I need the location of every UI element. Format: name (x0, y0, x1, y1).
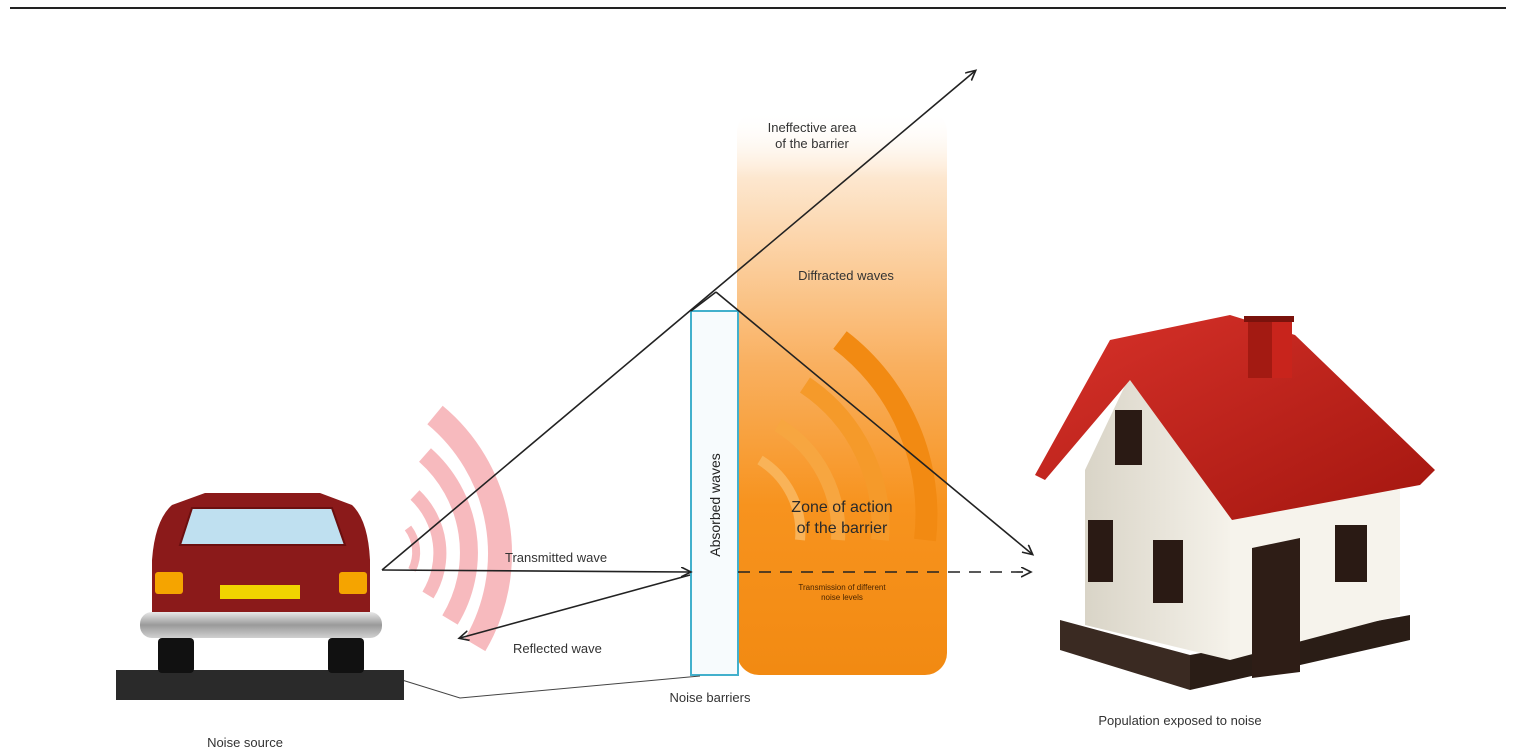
noise-barriers-label: Noise barriers (669, 690, 751, 705)
noise-wave-arcs (404, 405, 512, 652)
wave-rays (381, 71, 1032, 638)
zone-of-action-label: Zone of action of the barrier (791, 499, 893, 537)
diffracted-ray-arrow (715, 291, 1032, 554)
reflected-wave-arrow (460, 574, 691, 638)
transmitted-wave-label: Transmitted wave (505, 550, 608, 565)
barrier-top-to-ray (690, 291, 717, 312)
road-surface (116, 670, 404, 700)
diffracted-wave-arcs (757, 331, 938, 542)
car-icon (140, 493, 382, 673)
ineffective-area-label: Ineffective area of the barrier (767, 120, 857, 152)
zone-of-action (737, 110, 947, 675)
noise-source-label: Noise source (207, 735, 283, 750)
top-rule (10, 7, 1506, 9)
ray-to-ineffective-area (381, 71, 975, 571)
noise-barrier (690, 310, 739, 676)
population-exposed-label: Population exposed to noise (1098, 713, 1262, 728)
transmission-levels-label: Transmission of different noise levels (798, 583, 886, 602)
reflected-wave-label: Reflected wave (513, 641, 602, 656)
absorbed-waves-label: Absorbed waves (707, 453, 723, 557)
house-icon (1035, 315, 1435, 690)
ground-connector-line (401, 675, 701, 699)
diffracted-waves-label: Diffracted waves (798, 268, 894, 283)
transmitted-wave-arrow (381, 570, 690, 572)
